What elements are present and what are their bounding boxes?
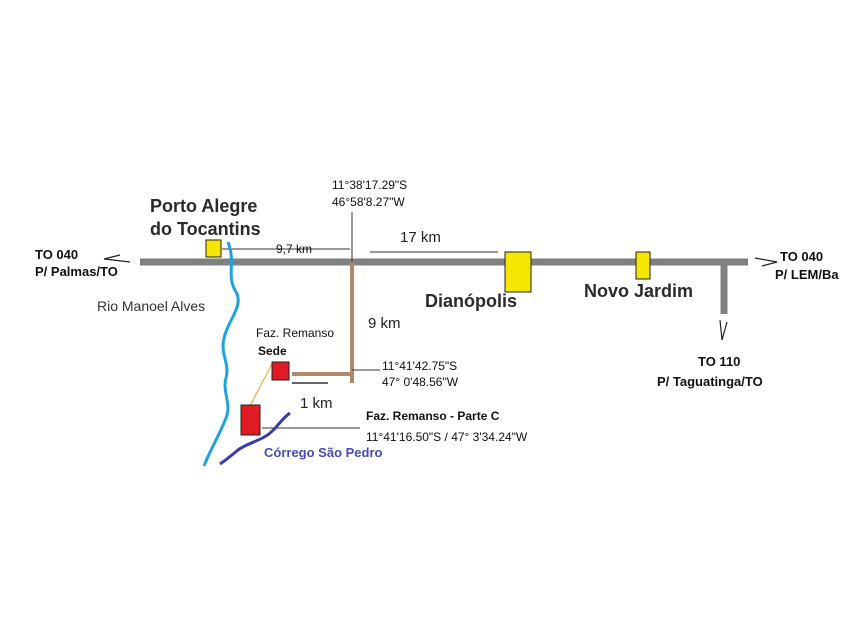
marker-dianopolis[interactable] — [504, 251, 532, 293]
label-distance-9km: 9 km — [368, 315, 401, 332]
label-sede-lon: 47° 0'48.56"W — [382, 375, 459, 389]
arrow-east — [754, 257, 778, 267]
marker-faz-remanso-parte-c[interactable] — [240, 404, 261, 436]
marker-novo-jardim[interactable] — [635, 251, 651, 280]
label-distance-1km: 1 km — [300, 395, 333, 412]
label-to110-2: P/ Taguatinga/TO — [657, 374, 763, 389]
label-to110-1: TO 110 — [698, 354, 741, 369]
marker-faz-remanso-sede[interactable] — [271, 361, 290, 381]
label-junction-lat: 11°38'17.29"S — [332, 178, 408, 192]
label-porto-alegre-1: Porto Alegre — [150, 196, 258, 216]
label-junction-lon: 46°58'8.27"W — [332, 195, 405, 209]
label-to040-east-2: P/ LEM/Ba — [775, 267, 839, 282]
label-distance-9-7km: 9,7 km — [276, 242, 313, 256]
label-parte-c-coords: 11°41'16.50"S / 47° 3'34.24"W — [366, 430, 528, 444]
label-corrego-sao-pedro: Córrego São Pedro — [264, 445, 383, 460]
label-distance-17km: 17 km — [400, 229, 441, 246]
label-dianopolis: Dianópolis — [425, 291, 518, 311]
label-faz-remanso-sede-2: Sede — [258, 344, 287, 358]
river-rio-manoel-alves — [202, 241, 240, 467]
stream-corrego-sao-pedro — [219, 411, 291, 466]
label-sede-lat: 11°41'42.75"S — [382, 359, 458, 373]
label-to040-west-2: P/ Palmas/TO — [35, 264, 118, 279]
label-novo-jardim: Novo Jardim — [584, 281, 694, 301]
label-rio-manoel-alves: Rio Manoel Alves — [97, 298, 206, 314]
leader-sede-label — [249, 363, 273, 407]
marker-porto-alegre[interactable] — [205, 239, 222, 258]
label-faz-remanso-parte-c: Faz. Remanso - Parte C — [366, 409, 500, 423]
label-to040-west-1: TO 040 — [35, 247, 79, 262]
label-porto-alegre-2: do Tocantins — [150, 219, 261, 239]
arrow-south — [719, 319, 728, 341]
label-to040-east-1: TO 040 — [780, 249, 824, 264]
label-faz-remanso-sede-1: Faz. Remanso — [256, 326, 335, 340]
arrow-west — [103, 254, 131, 263]
